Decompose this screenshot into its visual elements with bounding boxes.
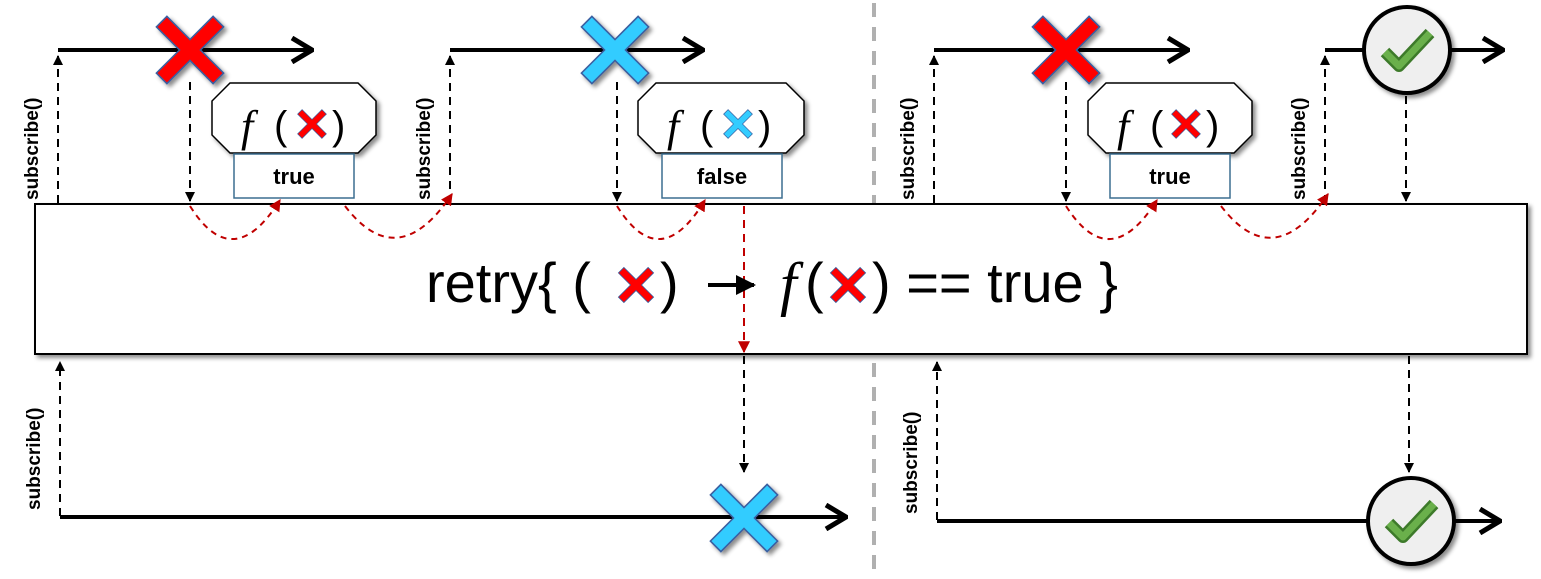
check-circle-icon — [1366, 476, 1456, 566]
subscribe-label-1: subscribe() — [22, 98, 43, 200]
subscribe-label-2: subscribe() — [414, 98, 435, 200]
predicate-suffix: ) == true } — [872, 251, 1118, 314]
close-paren: ) — [1206, 104, 1219, 148]
close-paren: ) — [758, 104, 771, 148]
subscribe-label-6: subscribe() — [901, 412, 922, 514]
resubscribe-curve-2 — [1220, 193, 1329, 239]
open-paren: ( — [700, 104, 714, 148]
retry-prefix: retry{ ( — [426, 251, 591, 314]
check-circle-icon — [1362, 5, 1452, 95]
predicate-bubble-2: f ( ) — [637, 82, 805, 154]
predicate-result-text: true — [273, 164, 315, 189]
predicate-result-3: true — [1109, 153, 1231, 199]
close-paren: ) — [332, 104, 345, 148]
subscribe-label-5: subscribe() — [24, 408, 45, 510]
evaluate-curve-2 — [616, 198, 706, 240]
predicate-result-text: false — [697, 164, 747, 189]
predicate-bubble-3: f ( ) — [1087, 82, 1253, 154]
predicate-bubble-1: f ( ) — [211, 82, 377, 154]
open-paren: ( — [274, 104, 288, 148]
subscribe-label-4: subscribe() — [1289, 98, 1310, 200]
predicate-result-text: true — [1149, 164, 1191, 189]
resubscribe-curve-1 — [344, 193, 453, 239]
subscribe-label-3: subscribe() — [898, 98, 919, 200]
main-open-paren: ( — [805, 251, 824, 314]
operator-expression: retry{ ( ) f ( ) == true } — [426, 251, 1118, 317]
predicate-result-2: false — [661, 153, 783, 199]
open-paren: ( — [1150, 104, 1164, 148]
retry-close-paren: ) — [660, 251, 679, 314]
predicate-result-1: true — [233, 153, 355, 199]
evaluate-curve-3 — [1065, 198, 1158, 240]
operator-box — [34, 203, 1528, 355]
evaluate-curve-1 — [189, 198, 281, 240]
